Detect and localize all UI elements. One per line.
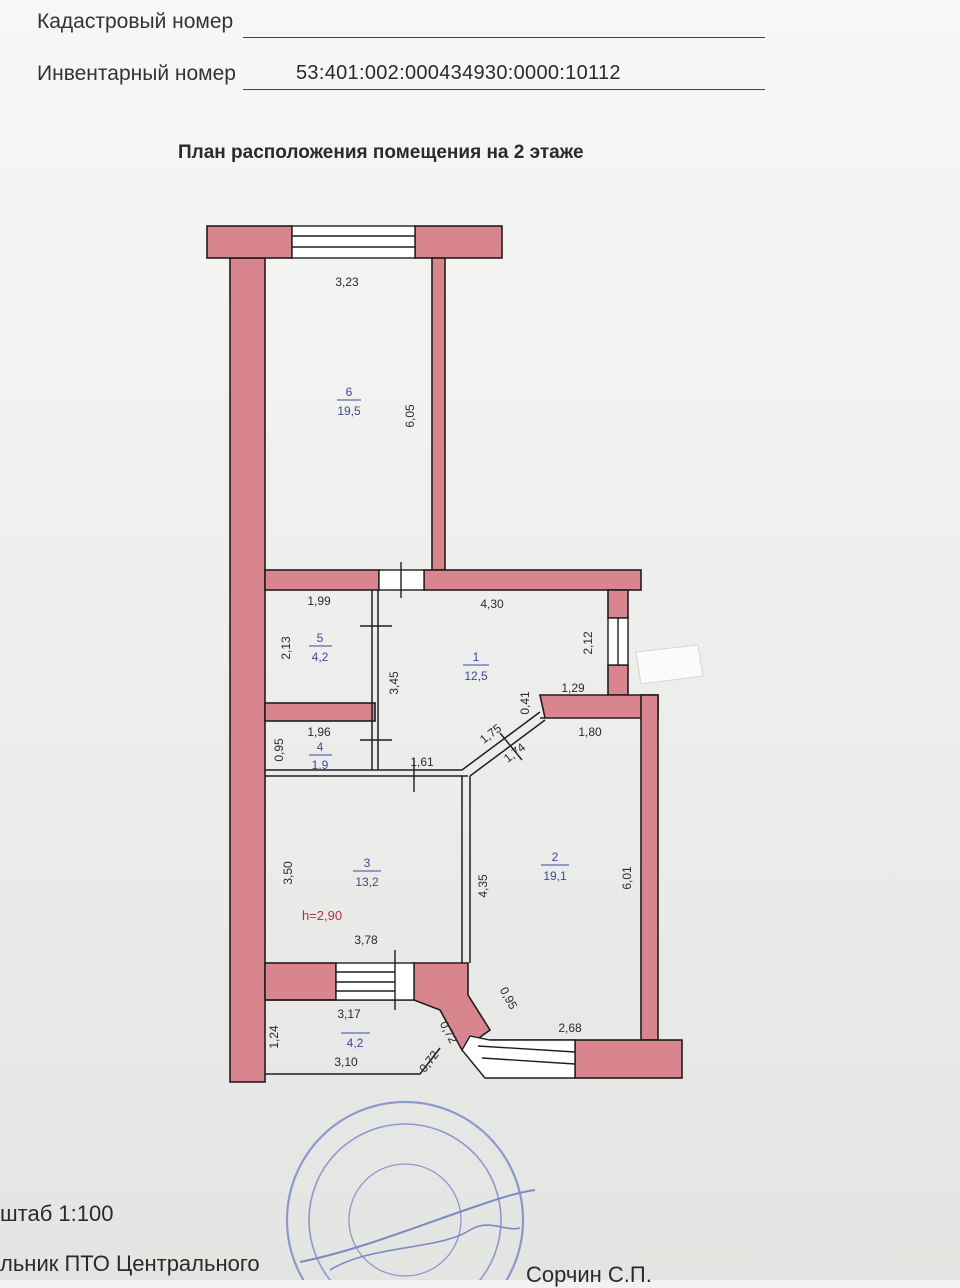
wall-top-left-pier (206, 225, 293, 259)
room-2-area: 19,1 (543, 869, 567, 883)
dim-r3-height: 3,50 (281, 861, 295, 885)
dimension-labels: 3,23 6,05 1,99 2,13 4,30 2,12 3,45 0,41 … (267, 275, 634, 1075)
dim-r4-height: 0,95 (272, 738, 286, 762)
room-1-number: 1 (473, 650, 480, 664)
room-4-number: 4 (317, 740, 324, 754)
dim-r2-bottom: 2,68 (558, 1021, 582, 1035)
windows (291, 225, 629, 1079)
dim-r5-height: 2,13 (279, 636, 293, 660)
balcony-bottom (265, 1047, 441, 1075)
wall-r5-r4 (264, 702, 376, 722)
dim-r6-width: 3,23 (335, 275, 359, 289)
dim-r1-left: 3,45 (387, 671, 401, 695)
cadastral-label: Кадастровый номер (37, 10, 234, 33)
room-4-area: 1,9 (312, 758, 329, 772)
room-5-number: 5 (317, 631, 324, 645)
dim-r4-width: 1,96 (307, 725, 331, 739)
wall-bottom-right-pier (574, 1039, 683, 1079)
cadastral-underline (243, 37, 765, 38)
room-1-area: 12,5 (464, 669, 488, 683)
dim-r1-width: 4,30 (480, 597, 504, 611)
room-3-area: 13,2 (355, 875, 379, 889)
dim-r2-diag: 0,95 (497, 985, 520, 1012)
dim-r3-bottom: 3,78 (354, 933, 378, 947)
window-room6 (291, 225, 416, 259)
signature-name: Сорчин С.П. (526, 1262, 652, 1287)
dim-r2-top: 1,80 (578, 725, 602, 739)
inventory-label: Инвентарный номер (37, 62, 236, 85)
wall-mid-left (264, 569, 380, 591)
dim-r3-top: 1,61 (410, 755, 434, 769)
room-labels: 6 19,5 5 4,2 1 12,5 4 1,9 3 13,2 2 19,1 … (309, 385, 569, 1050)
plan-title: План расположения помещения на 2 этаже (178, 142, 584, 163)
wall-left-outer (229, 257, 266, 1083)
dim-r6-height: 6,05 (403, 404, 417, 428)
wall-r3-balcony-left (264, 962, 337, 1001)
signature-stroke (299, 1189, 536, 1263)
paper-sticker (635, 644, 704, 685)
room-3-number: 3 (364, 856, 371, 870)
partition-diag-b (469, 719, 546, 777)
room-6-number: 6 (346, 385, 353, 399)
wall-notch (539, 694, 659, 719)
dim-r5-width: 1,99 (307, 594, 331, 608)
dim-diag-a: 1,75 (477, 721, 504, 747)
room-6-area: 19,5 (337, 404, 361, 418)
dim-balcony-height: 1,24 (267, 1025, 281, 1049)
room-5-area: 4,2 (312, 650, 329, 664)
inventory-value: 53:401:002:000434930:0000:10112 (296, 62, 621, 84)
wall-right-upper (607, 589, 629, 619)
wall-mid-right (423, 569, 642, 591)
official-stamp (285, 1100, 536, 1280)
dim-r2-left: 4,35 (476, 874, 490, 898)
wall-top-right-pier (414, 225, 503, 259)
door-marks (360, 562, 523, 1010)
position-text: льник ПТО Центрального (0, 1251, 260, 1276)
dim-r1-step: 0,41 (518, 691, 532, 715)
dim-balcony-top: 3,17 (337, 1007, 361, 1021)
dim-diag-b: 1,74 (501, 740, 528, 766)
window-room2-bay (461, 1035, 576, 1079)
room-2-number: 2 (552, 850, 559, 864)
balcony-area: 4,2 (347, 1036, 364, 1050)
scale-text: штаб 1:100 (0, 1201, 114, 1226)
wall-room6-right (431, 257, 446, 571)
wall-right-lower-stub (607, 664, 629, 696)
dim-r1-right: 2,12 (581, 631, 595, 655)
dim-r2-right: 6,01 (620, 866, 634, 890)
door-r2 (499, 732, 523, 761)
ceiling-height: h=2,90 (302, 908, 342, 923)
partition-diag-a (461, 711, 541, 771)
walls (206, 225, 683, 1083)
dim-balcony-bottom: 3,10 (334, 1055, 358, 1069)
inventory-underline (243, 89, 765, 90)
wall-room2-right (640, 694, 659, 1041)
dim-r1-notch: 1,29 (561, 681, 585, 695)
